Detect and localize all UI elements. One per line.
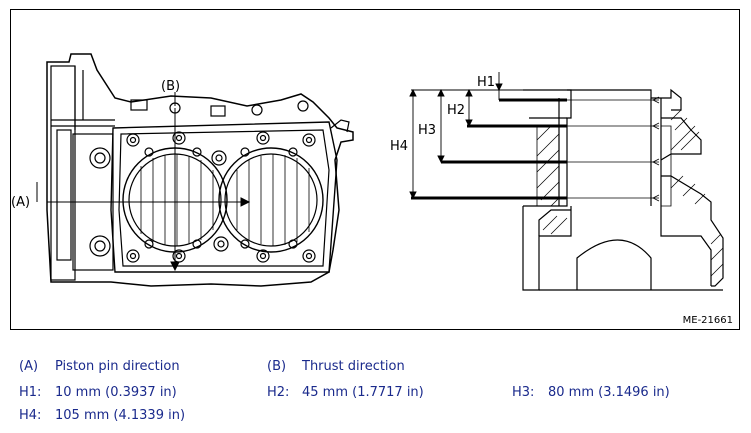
legend-text-a: Piston pin direction [55, 359, 180, 374]
section-hatching [536, 109, 724, 277]
legend-text-h2: 45 mm (1.7717 in) [302, 385, 424, 400]
figure-reference-code: ME-21661 [682, 315, 733, 326]
legend-item-h1: H1: 10 mm (0.3937 in) [19, 385, 177, 400]
engine-block-figure: (A) (B) [10, 9, 740, 330]
legend-key-h1: H1: [19, 385, 42, 400]
legend-key-a: (A) [19, 359, 39, 374]
dimension-lines [409, 72, 523, 200]
callout-a-label: (A) [11, 195, 30, 210]
bore-hatching [140, 154, 310, 246]
measurement-planes [411, 96, 660, 202]
legend-key-b: (B) [267, 359, 287, 374]
h1-label: H1 [477, 75, 495, 90]
legend-item-h4: H4: 105 mm (4.1339 in) [19, 408, 185, 423]
legend-key-h2: H2: [267, 385, 290, 400]
block-top-view [46, 53, 354, 287]
legend-text-b: Thrust direction [302, 359, 405, 374]
h3-label: H3 [418, 123, 436, 138]
h4-label: H4 [390, 139, 408, 154]
block-cross-section [522, 88, 724, 291]
legend-item-h3: H3: 80 mm (3.1496 in) [512, 385, 670, 400]
legend-text-h1: 10 mm (0.3937 in) [55, 385, 177, 400]
callout-b-label: (B) [161, 79, 180, 94]
legend-item-a: (A) Piston pin direction [19, 359, 180, 374]
cylinder-block-illustration: (A) (B) [11, 53, 724, 291]
legend-text-h3: 80 mm (3.1496 in) [548, 385, 670, 400]
legend-key-h4: H4: [19, 408, 42, 423]
legend-key-h3: H3: [512, 385, 535, 400]
h2-label: H2 [447, 103, 465, 118]
legend-item-h2: H2: 45 mm (1.7717 in) [267, 385, 424, 400]
direction-arrows [36, 108, 251, 272]
dimension-legend: (A) Piston pin direction (B) Thrust direct… [0, 340, 751, 433]
legend-item-b: (B) Thrust direction [267, 359, 405, 374]
legend-text-h4: 105 mm (4.1339 in) [55, 408, 186, 423]
